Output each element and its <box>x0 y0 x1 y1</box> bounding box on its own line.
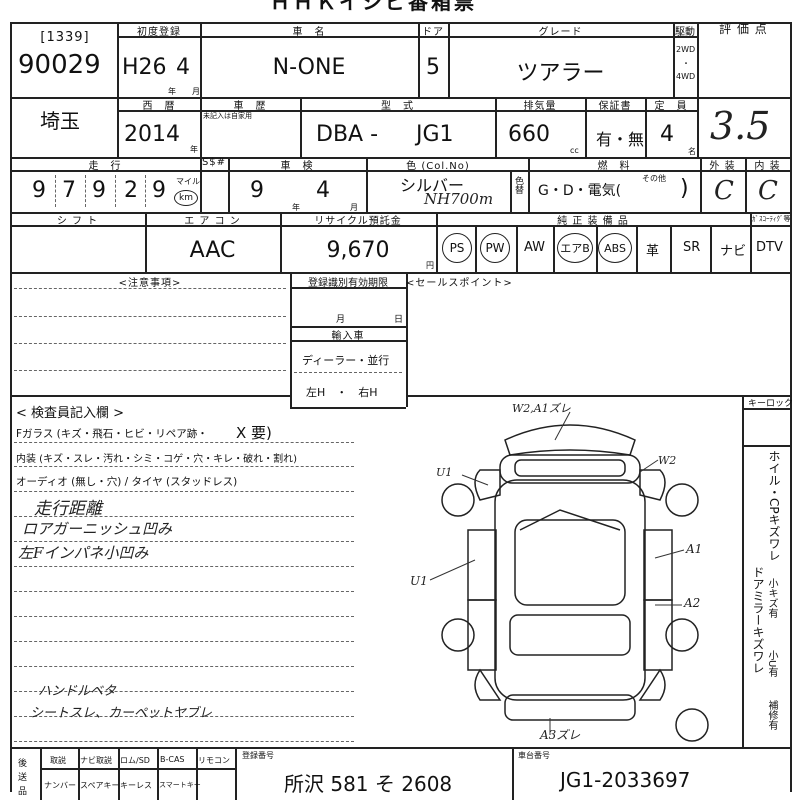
fuel-label: 燃 料 <box>597 161 631 172</box>
western-year-value: 2014 <box>124 122 180 147</box>
side-note-3: 補修有 <box>766 700 777 730</box>
equipment-extra-label: ｶﾞｽｺｰﾃｨｸﾞ等 <box>752 215 791 223</box>
western-year-label: 西 暦 <box>142 101 176 112</box>
recycle-label: リサイクル預託金 <box>314 216 402 227</box>
exterior-grade: C <box>714 176 734 206</box>
car-damage-diagram <box>429 411 709 742</box>
fuel-value: G・D・電気( <box>538 183 622 199</box>
equip-airbag: エアB <box>557 233 593 263</box>
capacity-value: 4 <box>660 122 674 147</box>
mark-top: W2,A1ズレ <box>512 402 571 415</box>
history-note: 未記入は自家用 <box>203 112 252 120</box>
side-text-mirror: ドアミラーキズワレ <box>751 566 765 674</box>
equip-abs: ABS <box>598 233 632 263</box>
mark-bottom: A3ズレ <box>540 728 581 742</box>
color-code: NH700m <box>424 190 494 208</box>
equipment-label: 純 正 装 備 品 <box>557 216 629 227</box>
reg-expiry-label: 登録識別有効期限 <box>308 278 388 289</box>
mileage-label: 走 行 <box>88 161 122 172</box>
mark-left-mid: U1 <box>410 574 428 588</box>
inspector-line-1: Fガラス (キズ・飛石・ヒビ・リペア跡・ <box>16 428 208 440</box>
prefecture: 埼玉 <box>40 109 80 133</box>
drive-4wd: 4WD <box>676 72 696 81</box>
repaint-label: 色替 <box>513 176 523 194</box>
model-code: JG1 <box>416 122 454 147</box>
side-note-2: 小U有 <box>766 650 777 678</box>
plate-number: 所沢 581 そ 2608 <box>284 772 453 796</box>
equip-sr: SR <box>683 240 701 255</box>
mark-right-a1: A1 <box>686 542 703 556</box>
sales-label: <セールスポイント> <box>406 278 513 289</box>
inspector-label: < 検査員記入欄 > <box>16 406 125 421</box>
lot-label: [1339] <box>40 30 90 45</box>
hand-note-1: 走行距離 <box>34 499 102 519</box>
first-reg-month: 4 <box>176 55 190 80</box>
plate-label: 登録番号 <box>242 751 274 760</box>
inspection-label: 車 検 <box>280 161 314 172</box>
import-value: ディーラー・並行 <box>302 354 390 367</box>
key-lock-label: キーロック <box>748 399 794 409</box>
hand-note-3: 左Fインパネ小凹み <box>18 544 149 562</box>
equip-navi: ナビ <box>720 244 747 259</box>
lot-number: 90029 <box>18 50 101 80</box>
sr-label: S$# <box>201 157 227 168</box>
chassis-label: 車台番号 <box>518 751 550 760</box>
model-label: 型 式 <box>381 101 414 112</box>
hand-note-4: ハンドルベタ <box>38 684 117 699</box>
equip-aw: AW <box>524 240 546 255</box>
mark-right-top: W2 <box>658 454 677 467</box>
eval-label: 評 価 点 <box>719 22 768 36</box>
inspection-month: 4 <box>316 178 330 203</box>
chassis-number: JG1-2033697 <box>560 768 691 792</box>
side-note-1: 小キズ有 <box>766 578 777 618</box>
first-reg-value: H26 <box>122 55 167 80</box>
sheet-title: ＨＨＫイシビ番箱票 <box>270 0 477 14</box>
shift-label: シ フ ト <box>56 216 99 227</box>
handle-value: 左H ・ 右H <box>306 386 378 399</box>
color-name: シルバー <box>400 176 465 195</box>
model-prefix: DBA - <box>316 122 379 147</box>
inspection-year: 9 <box>250 178 264 203</box>
history-label: 車 歴 <box>233 101 267 112</box>
notes-label: <注意事項> <box>118 278 182 289</box>
drive-2wd: 2WD <box>676 45 696 54</box>
color-label: 色 (Col.No) <box>406 161 470 172</box>
eval-value: 3.5 <box>710 104 771 148</box>
interior-grade: C <box>758 176 778 206</box>
import-label: 輸入車 <box>331 331 365 342</box>
exterior-label: 外 装 <box>709 161 736 172</box>
inspector-line-2: 内装 (キズ・スレ・汚れ・シミ・コゲ・穴・キレ・破れ・割れ) <box>16 454 297 465</box>
warranty-label: 保証書 <box>598 101 632 112</box>
equip-pw: PW <box>480 233 510 263</box>
mark-right-a2: A2 <box>684 596 701 610</box>
first-reg-label: 初度登録 <box>137 27 181 38</box>
equip-dtv: DTV <box>756 240 783 255</box>
grade-label: グレード <box>538 27 583 38</box>
recycle-value: 9,670 <box>326 238 390 263</box>
displacement-value: 660 <box>508 122 550 147</box>
hand-note-2: ロアガーニッシュ凹み <box>22 520 173 538</box>
doors-value: 5 <box>426 55 440 80</box>
hand-note-5: シートスレ、カーペットヤブレ <box>30 706 213 721</box>
equip-leather: 革 <box>646 244 660 259</box>
grade-value: ツアラー <box>516 61 605 86</box>
mileage-unit-km: km <box>174 190 198 206</box>
interior-label: 内 装 <box>754 161 781 172</box>
inspector-line-3: オーディオ (無し・穴) / タイヤ (スタッドレス) <box>16 476 238 488</box>
mark-left-top: U1 <box>436 466 453 479</box>
equip-ps: PS <box>442 233 472 263</box>
capacity-label: 定 員 <box>654 101 688 112</box>
aircon-label: エ ア コ ン <box>184 216 241 227</box>
displacement-label: 排気量 <box>523 101 557 112</box>
aircon-value: AAC <box>189 238 236 263</box>
warranty-value: 有・無 <box>596 130 645 149</box>
doors-label: ドア <box>422 27 444 38</box>
inspector-line-1-extra: X 要) <box>236 424 272 442</box>
drive-label: 駆動 <box>675 27 695 38</box>
car-name-value: N-ONE <box>272 55 346 80</box>
car-name-label: 車 名 <box>292 27 326 38</box>
side-text-wheel: ホイル・CPキズワレ <box>767 450 781 562</box>
